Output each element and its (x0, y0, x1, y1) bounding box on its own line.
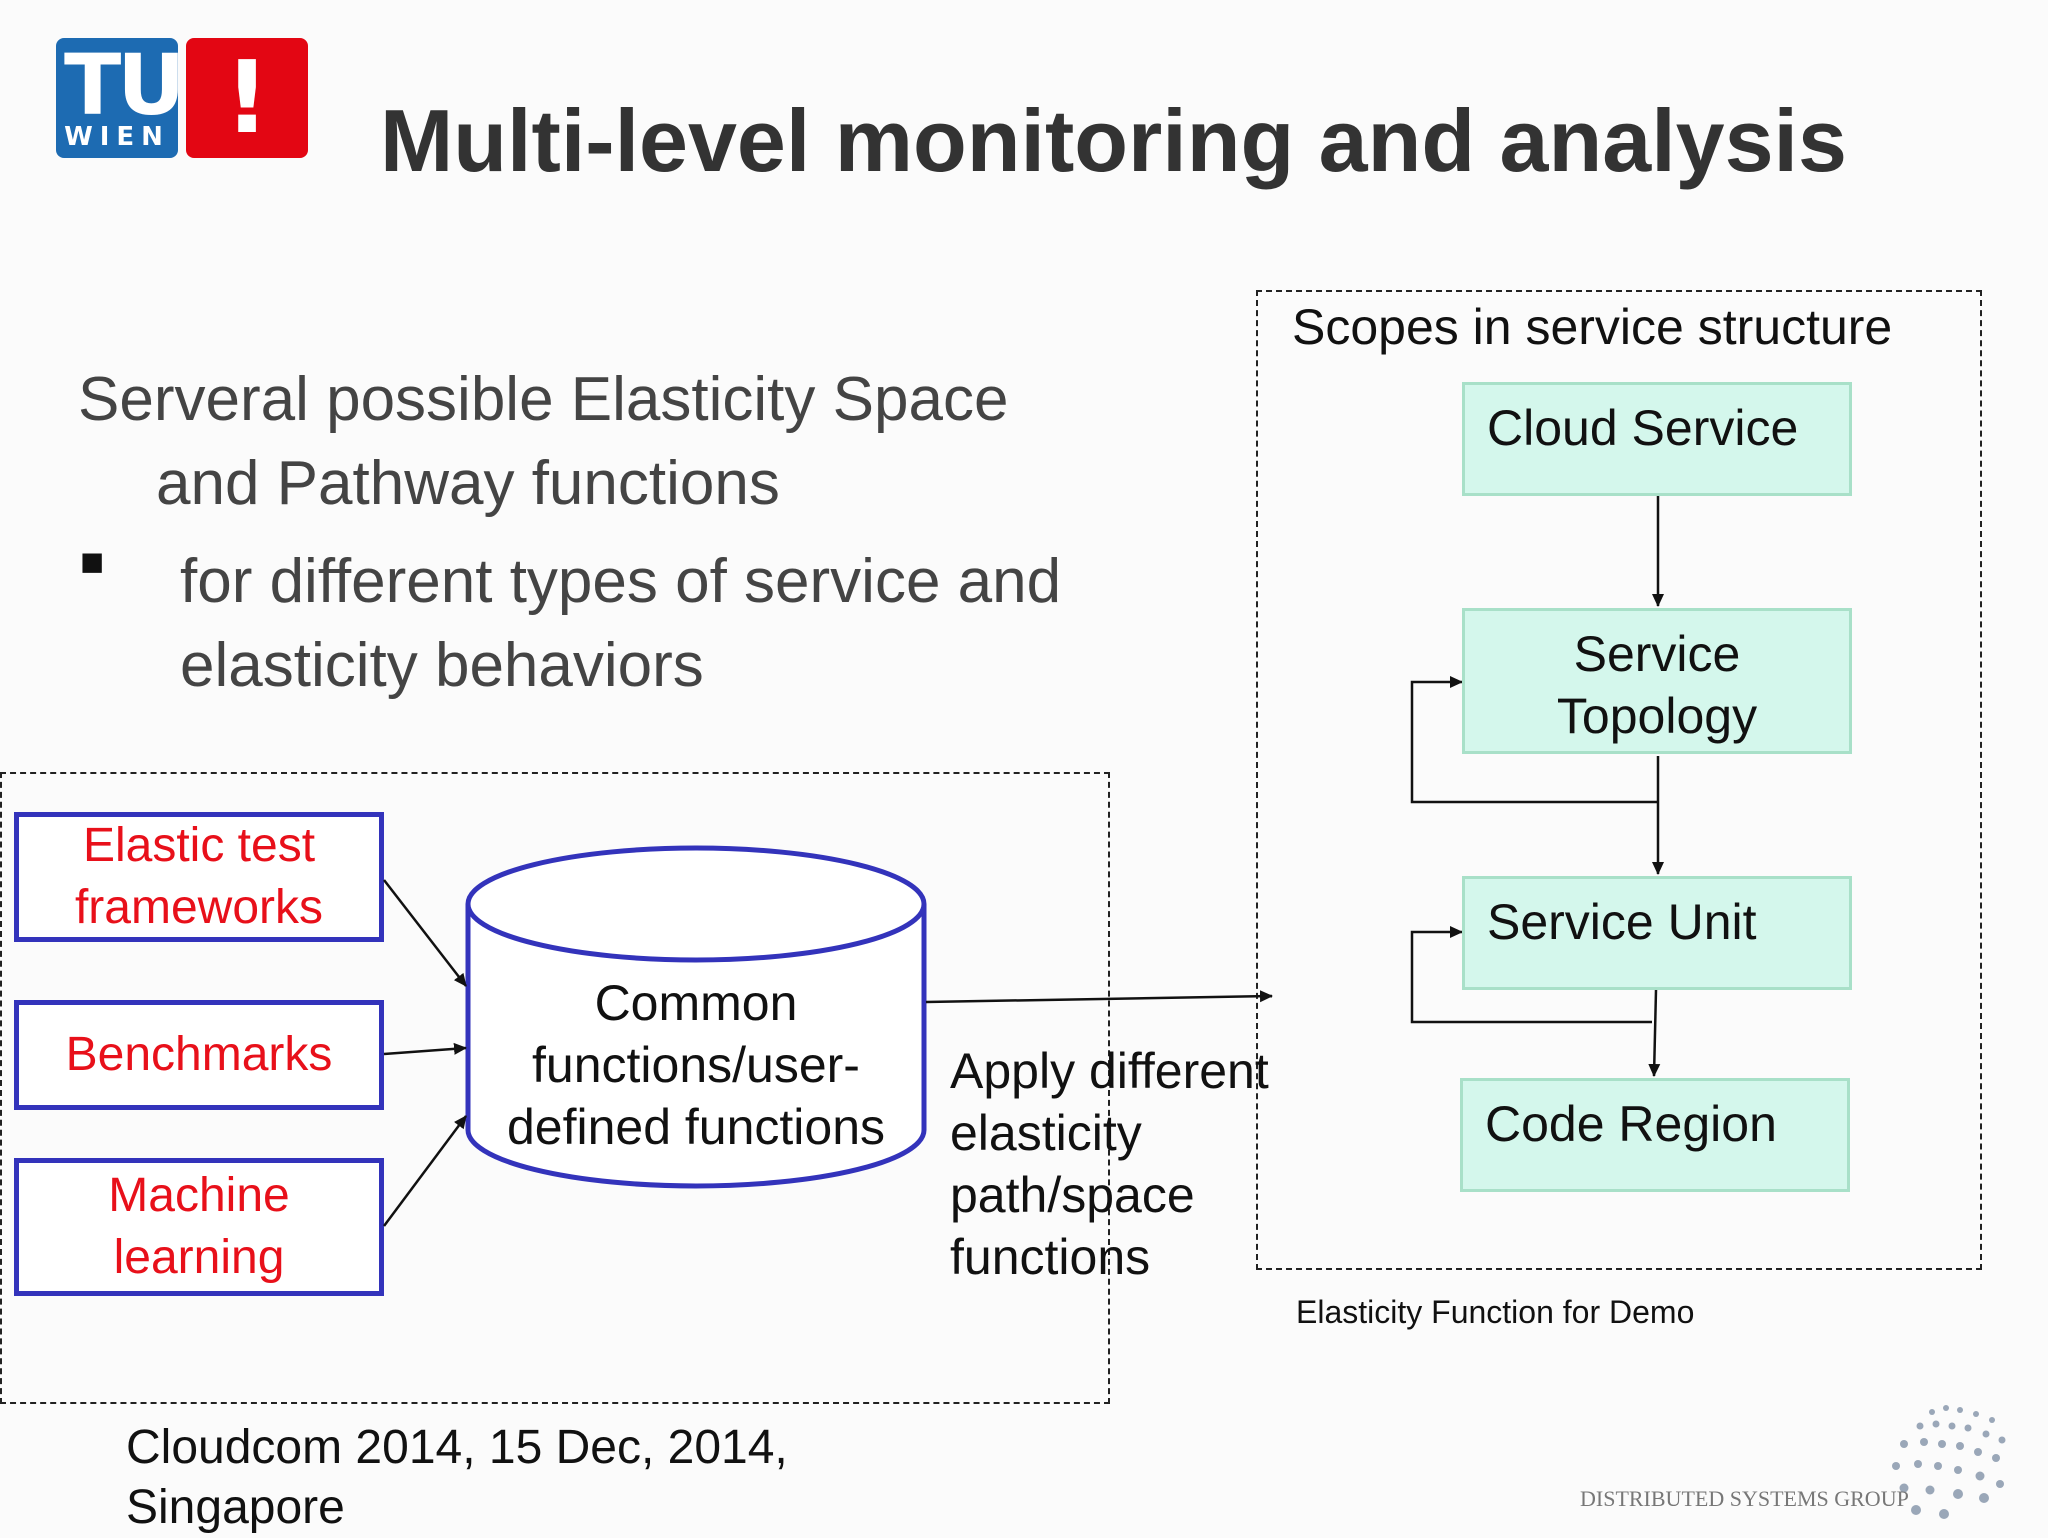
common-line-1: Common (594, 975, 798, 1031)
source-label-line: Elastic test (82, 819, 316, 872)
footer-venue: Cloudcom 2014, 15 Dec, 2014, Singapore (126, 1418, 1026, 1538)
arrow-elastic-to-common (383, 879, 467, 987)
common-line-2: functions/user- (532, 1037, 860, 1093)
scope-label-line: Topology (1556, 688, 1758, 744)
distributed-systems-dots-icon (1892, 1405, 2006, 1519)
functions-dashed-container (0, 772, 1110, 1404)
tu-logo-text: TU (64, 36, 186, 134)
scopes-heading: Scopes in service structure (1292, 299, 1893, 355)
benchmarks-box: Benchmarks (14, 1000, 384, 1110)
loop-service-unit (1410, 926, 1652, 1024)
distributed-systems-group-logo: DISTRIBUTED SYSTEMS GROUP (1580, 1486, 1909, 1511)
wien-logo-text: WIEN (64, 122, 170, 152)
bullet-text: for different types of service and elast… (180, 540, 1230, 708)
scopes-dashed-container (1256, 290, 1982, 1270)
scope-label-line: Service (1573, 626, 1741, 682)
common-line-3: defined functions (506, 1099, 886, 1155)
arrow-benchmarks-to-common (383, 1042, 467, 1056)
apply-line-2: elasticity (950, 1105, 1142, 1161)
apply-functions-label: Apply different elasticity path/space fu… (950, 1040, 1290, 1288)
intro-line-1: Serveral possible Elasticity Space (78, 365, 1009, 434)
machine-learning-box: Machine learning (14, 1158, 384, 1296)
footer-line-2: Singapore (126, 1481, 345, 1534)
apply-line-4: functions (950, 1229, 1151, 1285)
footer-line-1: Cloudcom 2014, 15 Dec, 2014, (126, 1421, 788, 1474)
arrow-ml-to-common (382, 1115, 468, 1227)
scope-label: Service Unit (1487, 894, 1757, 950)
source-label-line: learning (113, 1231, 285, 1284)
intro-line-2: and Pathway functions (156, 449, 780, 518)
slide-title: Multi-level monitoring and analysis (380, 91, 1847, 190)
arrow-unit-to-code (1648, 989, 1661, 1077)
tu-wien-logo: TU WIEN (56, 36, 186, 158)
scope-service-unit: Service Unit (1462, 876, 1852, 990)
intro-text: Serveral possible Elasticity Space and P… (78, 358, 1218, 526)
source-label-line: frameworks (74, 881, 324, 934)
apply-line-1: Apply different (950, 1043, 1269, 1099)
scope-label: Cloud Service (1487, 400, 1799, 456)
scope-cloud-service: Cloud Service (1462, 382, 1852, 496)
bullet-line-1: for different types of service and (180, 547, 1062, 616)
scope-code-region: Code Region (1460, 1078, 1850, 1192)
bullet-square-icon: ■ (80, 540, 105, 584)
scope-label: Code Region (1485, 1096, 1777, 1152)
database-cylinder-icon (465, 845, 927, 1189)
loop-topology (1410, 676, 1658, 804)
bullet-line-2: elasticity behaviors (180, 631, 704, 700)
source-label-line: Machine (108, 1169, 290, 1222)
elastic-test-frameworks-box: Elastic test frameworks (14, 812, 384, 942)
common-functions-label: Common functions/user- defined functions (470, 972, 922, 1158)
scope-service-topology: Service Topology (1462, 608, 1852, 754)
source-label-line: Benchmarks (65, 1028, 333, 1081)
arrow-common-to-scopes (925, 990, 1273, 1004)
elasticity-demo-caption: Elasticity Function for Demo (1296, 1294, 1695, 1330)
exclamation-logo: ! (186, 38, 308, 158)
apply-line-3: path/space (950, 1167, 1195, 1223)
